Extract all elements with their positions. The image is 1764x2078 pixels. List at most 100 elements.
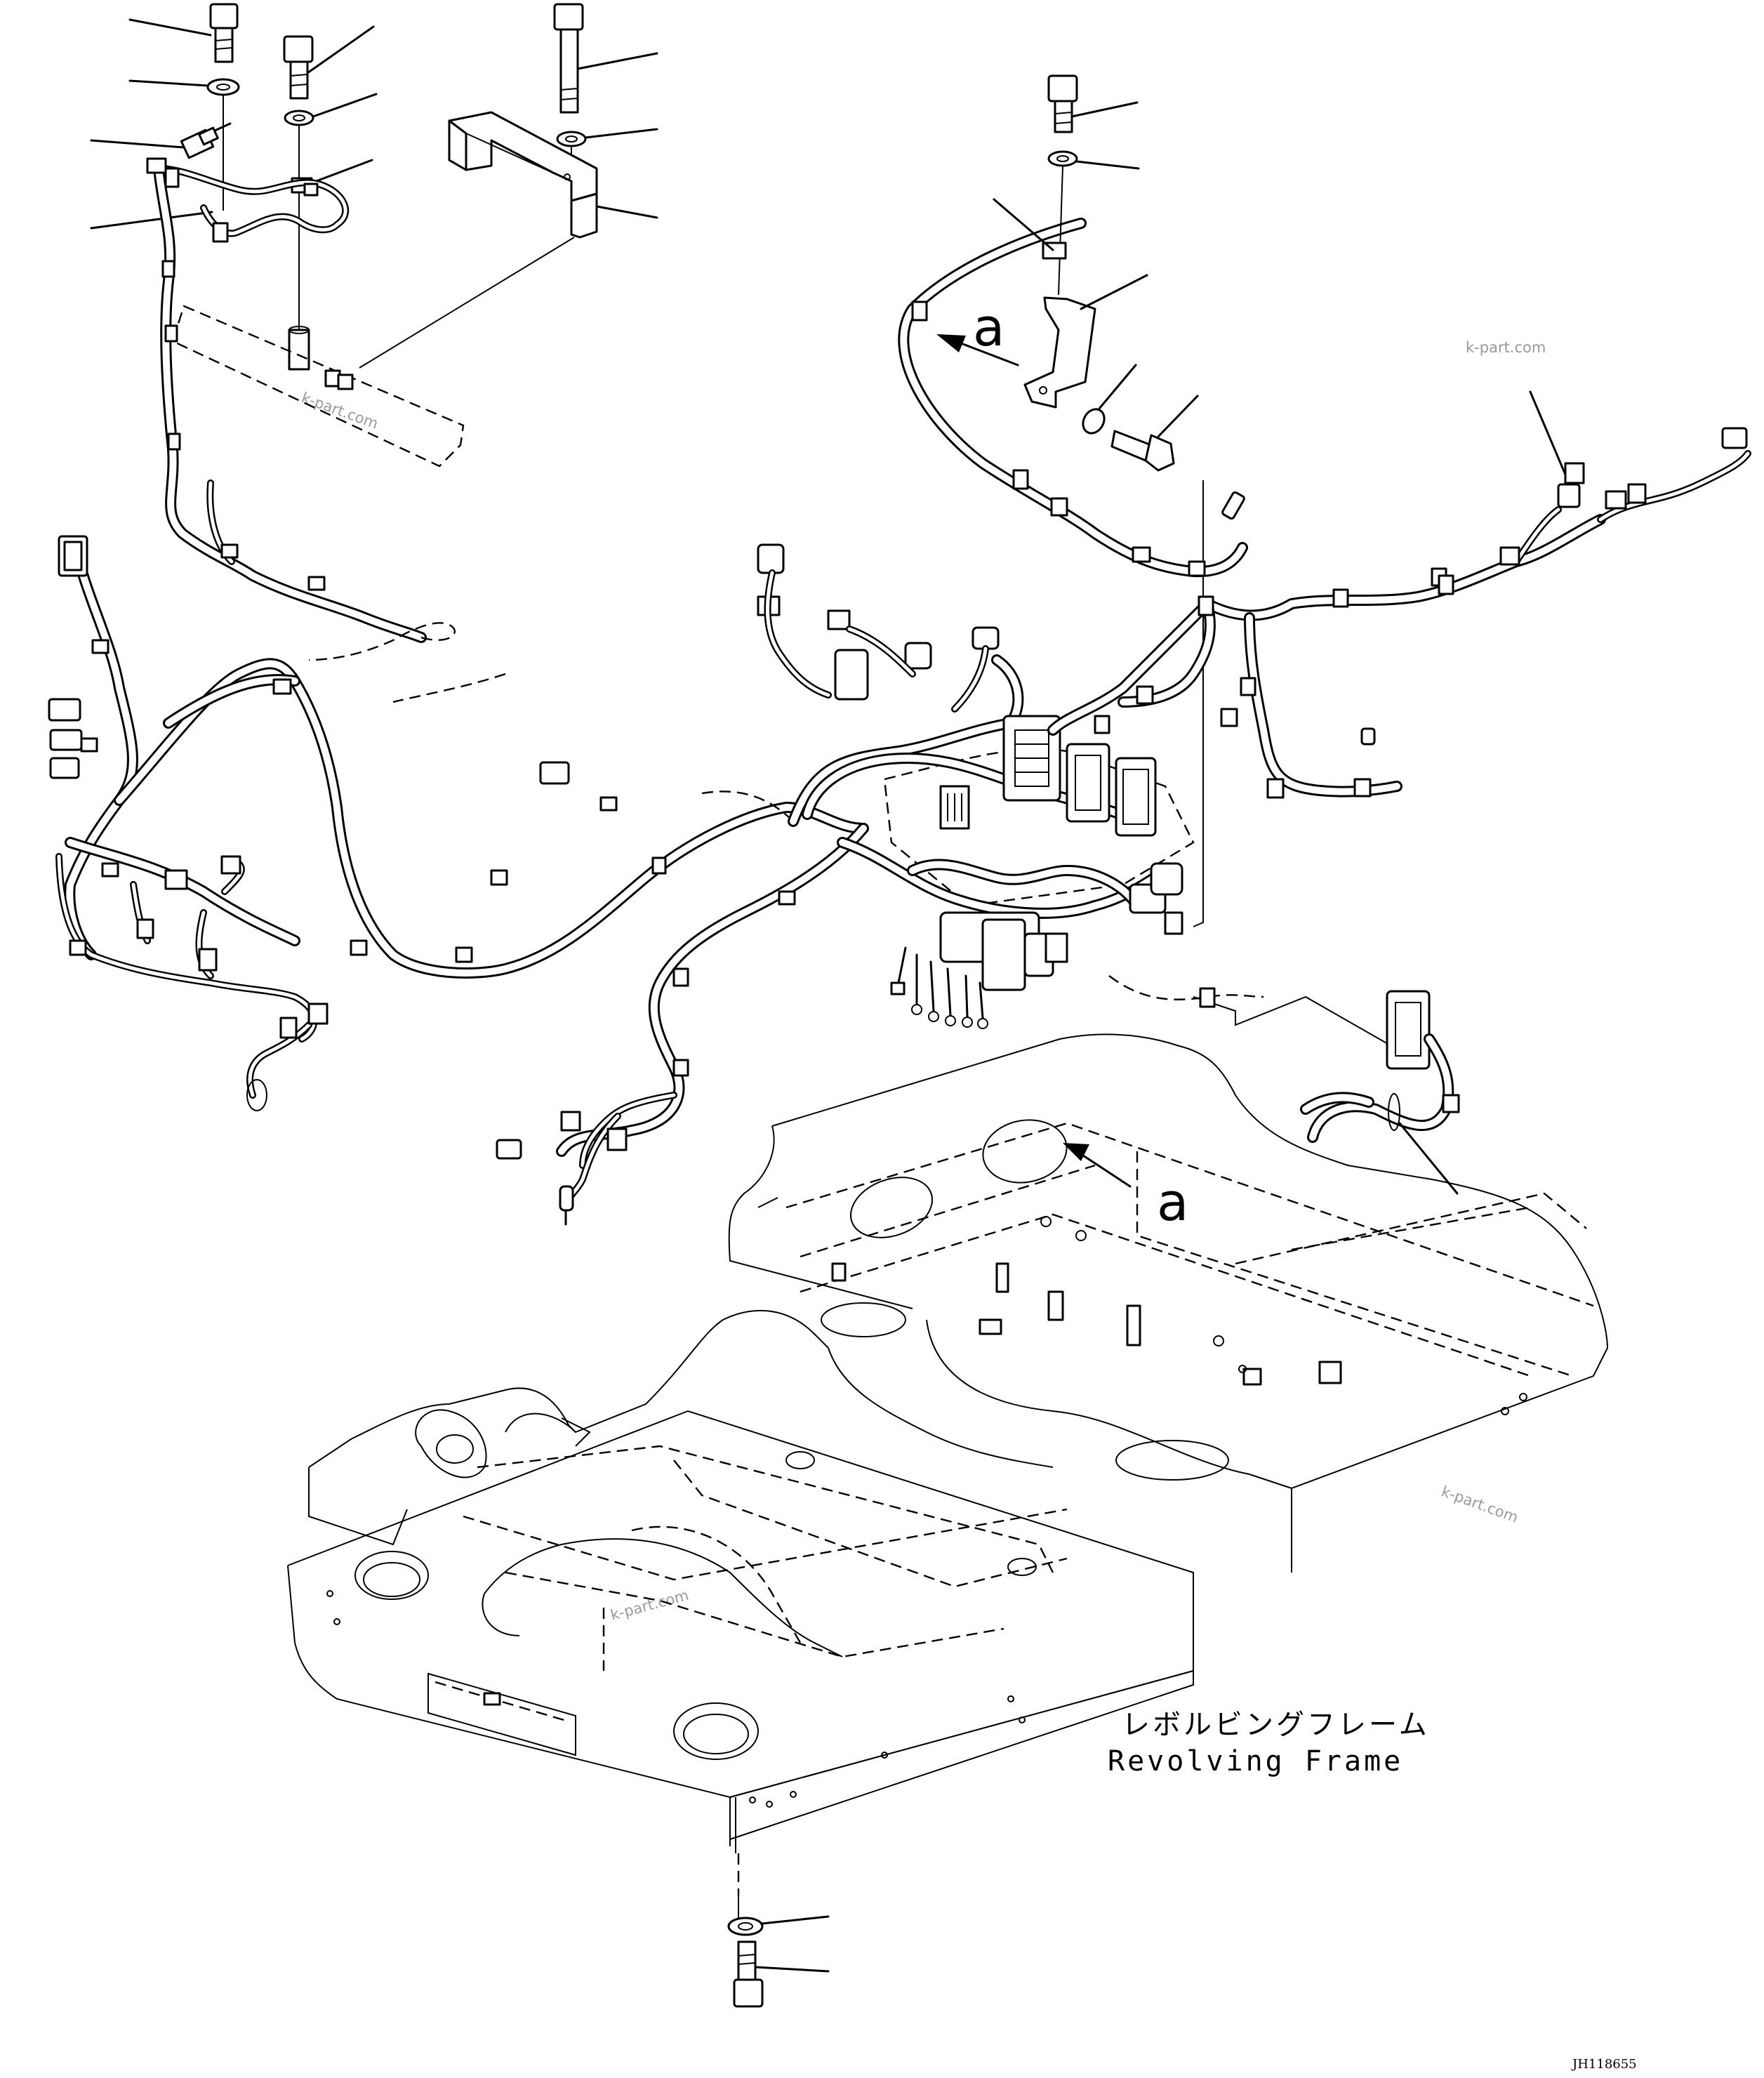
clip-icon: [1627, 483, 1647, 504]
frame-bracket: [979, 1318, 1002, 1335]
connector-icon: [1199, 987, 1216, 1008]
clip-icon: [1050, 497, 1068, 517]
cover-bracket: [448, 111, 598, 239]
clip-icon: [303, 183, 319, 197]
clip-icon: [672, 1059, 689, 1077]
leader-line: [993, 198, 1054, 251]
clip-icon: [1220, 708, 1238, 727]
sensor-icon: [180, 122, 232, 159]
washer-icon: [206, 78, 240, 96]
connector-icon: [827, 609, 851, 630]
clip-icon: [350, 939, 368, 956]
connector-icon: [496, 1139, 522, 1160]
leader-line: [128, 79, 209, 87]
connector-icon: [1564, 462, 1585, 484]
controller-assembly: [757, 480, 1405, 1054]
leader-line: [307, 159, 373, 185]
connector-icon: [757, 543, 785, 574]
leader-line: [576, 52, 658, 70]
bolt-icon: [1047, 74, 1078, 133]
frame-bracket: [831, 1262, 847, 1282]
controller-module-icon: [1066, 743, 1110, 823]
clip-icon: [1332, 588, 1349, 608]
clip-icon: [490, 869, 508, 886]
clip-icon: [1266, 778, 1285, 799]
cable-tie-icon: [1388, 1093, 1400, 1131]
clip-icon: [164, 167, 180, 188]
connector-icon: [606, 1127, 628, 1151]
clip-icon: [778, 890, 796, 906]
right-harness: a: [898, 74, 1751, 799]
clip-icon: [455, 946, 473, 963]
watermark-right: k-part.com: [1466, 339, 1546, 356]
clip-icon: [672, 967, 689, 987]
clip-icon: [1240, 677, 1256, 696]
watermark-frame-right: k-part.com: [1439, 1483, 1520, 1526]
connector-icon: [1045, 932, 1068, 963]
leader-line: [761, 1915, 830, 1925]
drawing-id: JH118655: [1571, 2057, 1637, 2072]
clip-icon: [80, 737, 98, 753]
frame-label-jp: レボルビングフレーム: [1122, 1709, 1430, 1741]
ground-terminal-icon: [945, 1015, 956, 1026]
leader-line: [90, 211, 213, 230]
ground-terminal-icon: [911, 1004, 922, 1015]
bolt-icon: [1110, 430, 1175, 472]
long-bolt-icon: [553, 3, 584, 114]
clip-icon: [1094, 715, 1110, 734]
clip-icon: [164, 869, 188, 890]
clip-icon: [599, 796, 618, 812]
connector-icon: [212, 222, 229, 243]
clip-icon: [1136, 685, 1154, 705]
ground-terminal-icon: [962, 1017, 973, 1028]
connector-icon: [198, 948, 218, 972]
connector-icon: [49, 729, 83, 751]
frame-bracket: [1318, 1361, 1342, 1384]
leader-line: [1070, 101, 1139, 118]
clip-icon: [161, 260, 175, 278]
leader-line: [128, 18, 212, 37]
spacer-icon: [288, 329, 310, 371]
ground-terminal-icon: [977, 1018, 988, 1029]
leader-line: [584, 128, 658, 139]
relay-icon: [1150, 862, 1183, 896]
view-label-a-frame: a: [1157, 1172, 1188, 1233]
middle-harness: [496, 654, 1024, 1226]
connector-icon: [1499, 546, 1520, 566]
connector-icon: [1386, 990, 1431, 1070]
clip-icon: [1012, 469, 1029, 490]
leader-line: [1157, 395, 1199, 438]
clip-icon: [1198, 595, 1214, 616]
view-arrow-icon: [936, 334, 966, 352]
connector-icon: [981, 918, 1026, 991]
clip-icon: [91, 639, 110, 654]
view-label-a-top: a: [973, 298, 1004, 358]
connector-icon: [48, 698, 81, 722]
connector-icon: [904, 642, 932, 670]
leader-line: [754, 1966, 830, 1973]
leader-line: [595, 205, 658, 219]
connector-icon: [279, 1017, 298, 1039]
washer-icon: [1047, 150, 1078, 167]
controller-module-icon: [1115, 757, 1157, 837]
frame-opening: [427, 1672, 576, 1756]
connector-icon: [49, 757, 80, 779]
sensor-icon: [1360, 727, 1376, 746]
washer-icon: [1082, 408, 1106, 435]
clip-icon: [911, 300, 928, 322]
mounting-plate: [171, 305, 465, 468]
frame-bracket: [1242, 1368, 1262, 1386]
clip-icon: [164, 324, 178, 343]
ground-terminal-icon: [928, 1011, 939, 1022]
harness-bracket: [1023, 296, 1096, 409]
frame-hole: [673, 1702, 759, 1760]
frame-cutout: [849, 1177, 934, 1238]
connector-icon: [307, 1002, 329, 1025]
clip-icon: [167, 432, 181, 451]
clip-icon: [1438, 574, 1454, 595]
clip-icon: [220, 543, 239, 559]
connector-icon: [220, 855, 241, 875]
connector-icon: [1221, 491, 1245, 520]
bolt-icon: [283, 35, 314, 100]
clip-icon: [1188, 560, 1206, 577]
